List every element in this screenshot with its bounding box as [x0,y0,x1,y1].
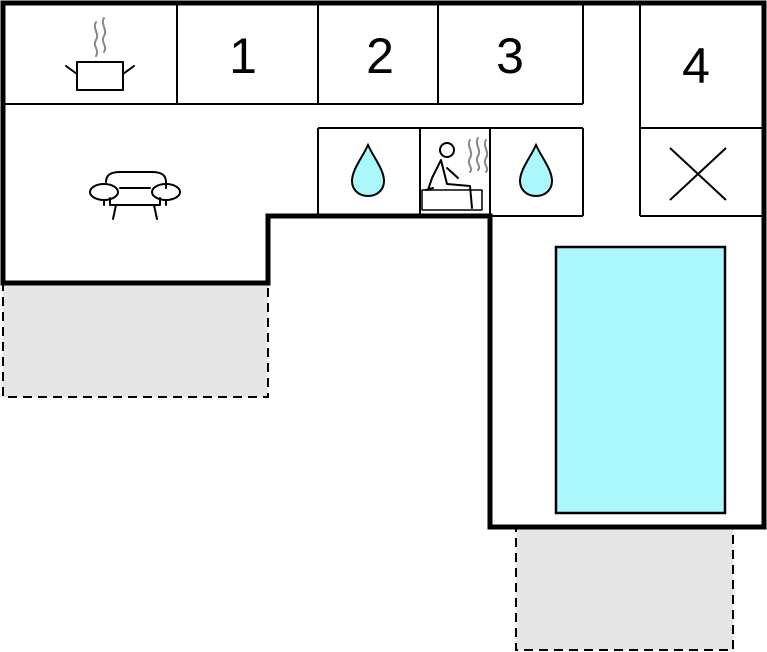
cross-icon [669,147,727,201]
swimming-pool [554,245,727,515]
bedroom-2-label: 2 [366,28,394,84]
water-drop-icon [350,142,386,198]
bedroom-3-label: 3 [496,28,524,84]
bedroom-1-label: 1 [229,28,257,84]
exterior-wall [0,0,767,530]
cooking-pot-icon [65,17,135,91]
terrace-bottom [515,526,734,651]
water-drop-icon [518,142,554,198]
bedroom-4-label: 4 [682,38,710,94]
terrace-left [2,282,269,398]
sauna-icon [421,137,489,211]
sofa-icon [89,171,181,220]
